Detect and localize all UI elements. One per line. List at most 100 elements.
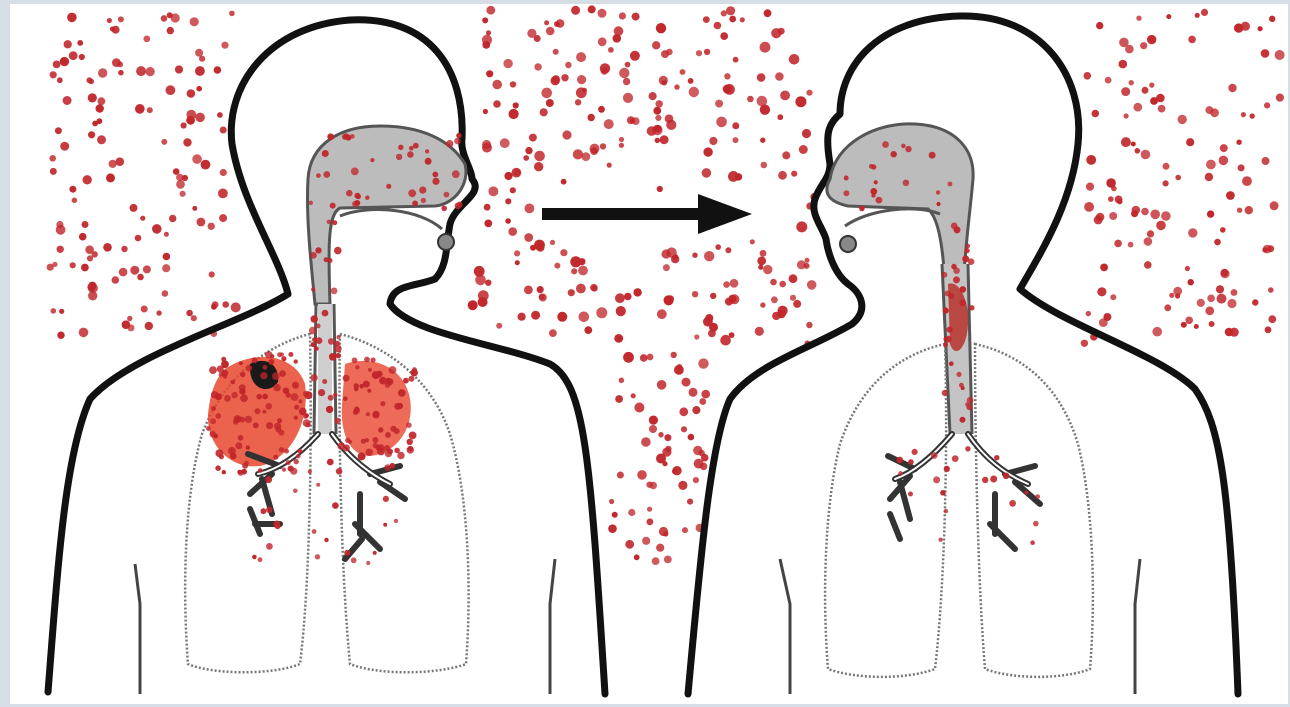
droplet-icon (345, 438, 350, 443)
droplet-icon (660, 135, 669, 144)
droplet-icon (795, 96, 806, 107)
droplet-icon (642, 537, 650, 545)
droplet-icon (844, 176, 849, 181)
droplet-icon (292, 382, 299, 389)
droplet-icon (1111, 186, 1117, 192)
droplet-icon (1201, 9, 1208, 16)
droplet-icon (186, 310, 193, 317)
droplet-icon (311, 342, 316, 347)
droplet-icon (215, 413, 221, 419)
droplet-icon (273, 521, 280, 528)
droplet-icon (327, 459, 334, 466)
droplet-icon (240, 394, 248, 402)
exposed-person-right-shoulder-line (1135, 559, 1140, 694)
droplet-icon (354, 193, 360, 199)
droplet-icon (730, 279, 739, 288)
droplet-icon (171, 13, 180, 22)
droplet-icon (50, 168, 57, 175)
droplet-icon (628, 509, 635, 516)
droplet-icon (623, 93, 633, 103)
droplet-icon (608, 47, 614, 53)
droplet-icon (1152, 327, 1162, 337)
droplet-icon (327, 220, 332, 225)
droplet-icon (354, 200, 360, 206)
droplet-icon (598, 37, 607, 46)
droplet-icon (704, 251, 714, 261)
droplet-icon (1241, 112, 1246, 117)
droplet-icon (771, 28, 781, 38)
droplet-icon (86, 77, 92, 83)
droplet-icon (79, 54, 85, 60)
droplet-icon (277, 352, 282, 357)
droplet-icon (176, 180, 185, 189)
droplet-icon (353, 410, 358, 415)
droplet-icon (560, 249, 567, 256)
droplet-icon (607, 163, 612, 168)
droplet-icon (1252, 299, 1258, 305)
droplet-icon (720, 32, 728, 40)
droplet-icon (69, 186, 76, 193)
droplet-icon (575, 99, 581, 105)
droplet-icon (778, 171, 787, 180)
droplet-icon (757, 96, 768, 107)
droplet-icon (328, 395, 334, 401)
droplet-icon (1163, 180, 1169, 186)
droplet-icon (60, 142, 69, 151)
droplet-icon (351, 557, 357, 563)
droplet-icon (190, 17, 199, 26)
droplet-icon (51, 308, 57, 314)
droplet-icon (634, 554, 640, 560)
droplet-icon (1164, 304, 1171, 311)
droplet-icon (1227, 299, 1236, 308)
droplet-icon (332, 220, 337, 225)
droplet-icon (130, 266, 139, 275)
droplet-icon (253, 423, 259, 429)
droplet-icon (1238, 164, 1245, 171)
droplet-icon (663, 264, 670, 271)
droplet-icon (1149, 83, 1154, 88)
droplet-icon (1197, 299, 1205, 307)
droplet-icon (655, 138, 660, 143)
droplet-icon (994, 455, 999, 460)
droplet-icon (949, 361, 954, 366)
droplet-icon (98, 97, 106, 105)
droplet-icon (109, 160, 117, 168)
droplet-icon (419, 187, 426, 194)
droplet-icon (1245, 206, 1253, 214)
droplet-icon (682, 527, 688, 533)
droplet-icon (266, 543, 273, 550)
droplet-icon (167, 27, 174, 34)
droplet-icon (316, 324, 321, 329)
droplet-icon (584, 326, 592, 334)
droplet-icon (728, 171, 739, 182)
droplet-icon (180, 191, 186, 197)
droplet-icon (57, 77, 63, 83)
droplet-icon (956, 372, 961, 377)
droplet-icon (1268, 315, 1276, 323)
droplet-icon (604, 119, 614, 129)
droplet-icon (103, 243, 112, 252)
droplet-icon (377, 447, 385, 455)
droplet-icon (1276, 94, 1284, 102)
droplet-icon (135, 235, 142, 242)
droplet-icon (294, 405, 299, 410)
droplet-icon (195, 113, 205, 123)
droplet-icon (662, 461, 667, 466)
droplet-icon (1084, 202, 1094, 212)
droplet-icon (195, 66, 205, 76)
droplet-icon (398, 145, 403, 150)
infected-person-mouth-icon (438, 234, 454, 250)
droplet-icon (373, 443, 378, 448)
droplet-icon (791, 171, 797, 177)
droplet-icon (277, 418, 282, 423)
droplet-icon (383, 523, 387, 527)
exposed-person-mouth-icon (840, 236, 856, 252)
droplet-icon (333, 393, 337, 397)
droplet-icon (1110, 294, 1116, 300)
droplet-icon (649, 416, 658, 425)
droplet-icon (796, 221, 807, 232)
droplet-icon (1214, 239, 1221, 246)
droplet-icon (1188, 36, 1196, 44)
droplet-icon (456, 133, 461, 138)
droplet-icon (1125, 45, 1134, 54)
